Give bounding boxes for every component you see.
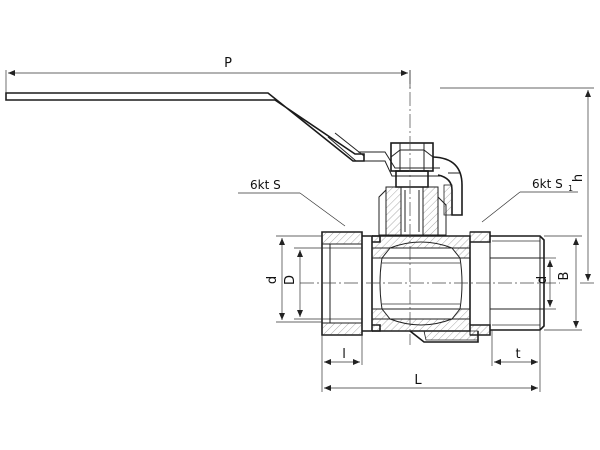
lever-handle <box>5 92 440 177</box>
dimension-d-right: d <box>535 257 556 310</box>
dimension-d-right-label: d <box>535 276 550 284</box>
dimension-t: t <box>491 330 541 392</box>
dimension-D-label: D <box>283 275 298 285</box>
center-lines <box>300 70 560 345</box>
key-size-S: 6kt S <box>238 178 346 227</box>
body-left-female-end <box>321 231 381 336</box>
dimension-P-label: P <box>224 56 232 71</box>
dimension-h-label: h <box>571 174 586 182</box>
dimension-P: P <box>5 56 411 93</box>
key-size-S1-label: 6kt S <box>532 177 563 191</box>
dimension-D: D <box>283 247 326 320</box>
key-size-S-label: 6kt S <box>250 178 281 192</box>
dimension-B: B <box>544 235 582 331</box>
dimension-t-label: t <box>515 347 520 362</box>
body-right-male-end <box>469 231 545 336</box>
dimension-d-left-label: d <box>265 276 280 284</box>
dimension-l-label: l <box>342 347 346 362</box>
key-size-S1: 6kt S 1 <box>481 177 578 223</box>
dimension-L: L <box>324 373 538 391</box>
body-center-ball-chamber <box>371 235 479 343</box>
stem-nut <box>378 142 463 236</box>
dimension-B-label: B <box>557 272 572 281</box>
dimension-l: l <box>321 335 363 392</box>
dimension-L-label: L <box>414 373 422 388</box>
key-size-S1-subscript: 1 <box>568 184 573 193</box>
dimension-d-left: d <box>265 235 322 323</box>
dimension-h: h <box>440 87 594 284</box>
